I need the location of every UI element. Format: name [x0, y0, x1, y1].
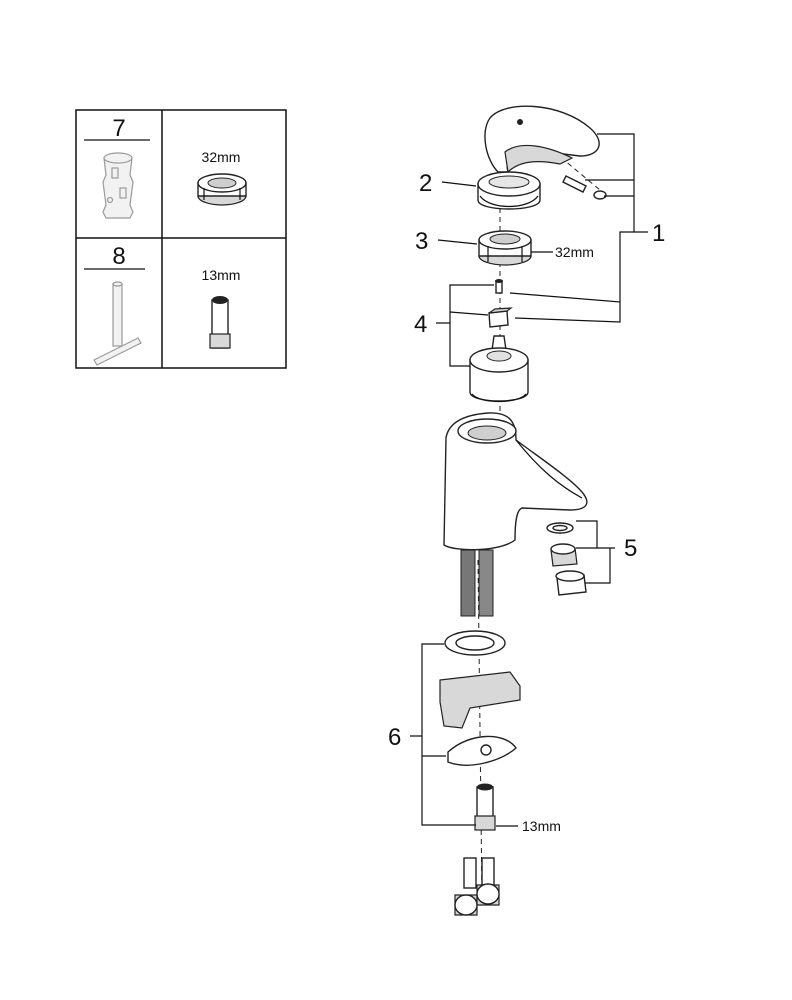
cartridge-assembly [469, 279, 529, 403]
socket-13mm-label: 13mm [522, 818, 561, 834]
tool-7-number: 7 [112, 115, 125, 142]
tools-table: 7 32mm 8 13mm [75, 109, 287, 369]
hex-nut-32-icon [197, 173, 247, 206]
hex-nut [478, 230, 532, 266]
callout-3: 3 [415, 228, 428, 255]
callout-5: 5 [624, 535, 637, 562]
tool-8-size: 13mm [202, 267, 241, 283]
callout-2: 2 [419, 170, 432, 197]
callout-1: 1 [652, 220, 665, 247]
hose-fittings [454, 857, 500, 916]
faucet-body [443, 412, 588, 551]
mounting-set [439, 630, 521, 831]
tool-8-number: 8 [112, 243, 125, 270]
tool-8-t-wrench-icon [93, 281, 142, 366]
cap-ring [477, 171, 541, 210]
socket-13-icon [209, 296, 231, 349]
hose-pair [460, 549, 494, 617]
nut-32mm-label: 32mm [555, 244, 594, 260]
tool-7-sleeve-icon [102, 152, 134, 219]
tool-7-size: 32mm [202, 149, 241, 165]
lever-handle [484, 105, 607, 200]
callout-leaders [410, 133, 648, 827]
callout-6: 6 [388, 724, 401, 751]
aerator-set [546, 522, 587, 596]
callout-4: 4 [414, 311, 427, 338]
lower-axis [477, 559, 483, 901]
